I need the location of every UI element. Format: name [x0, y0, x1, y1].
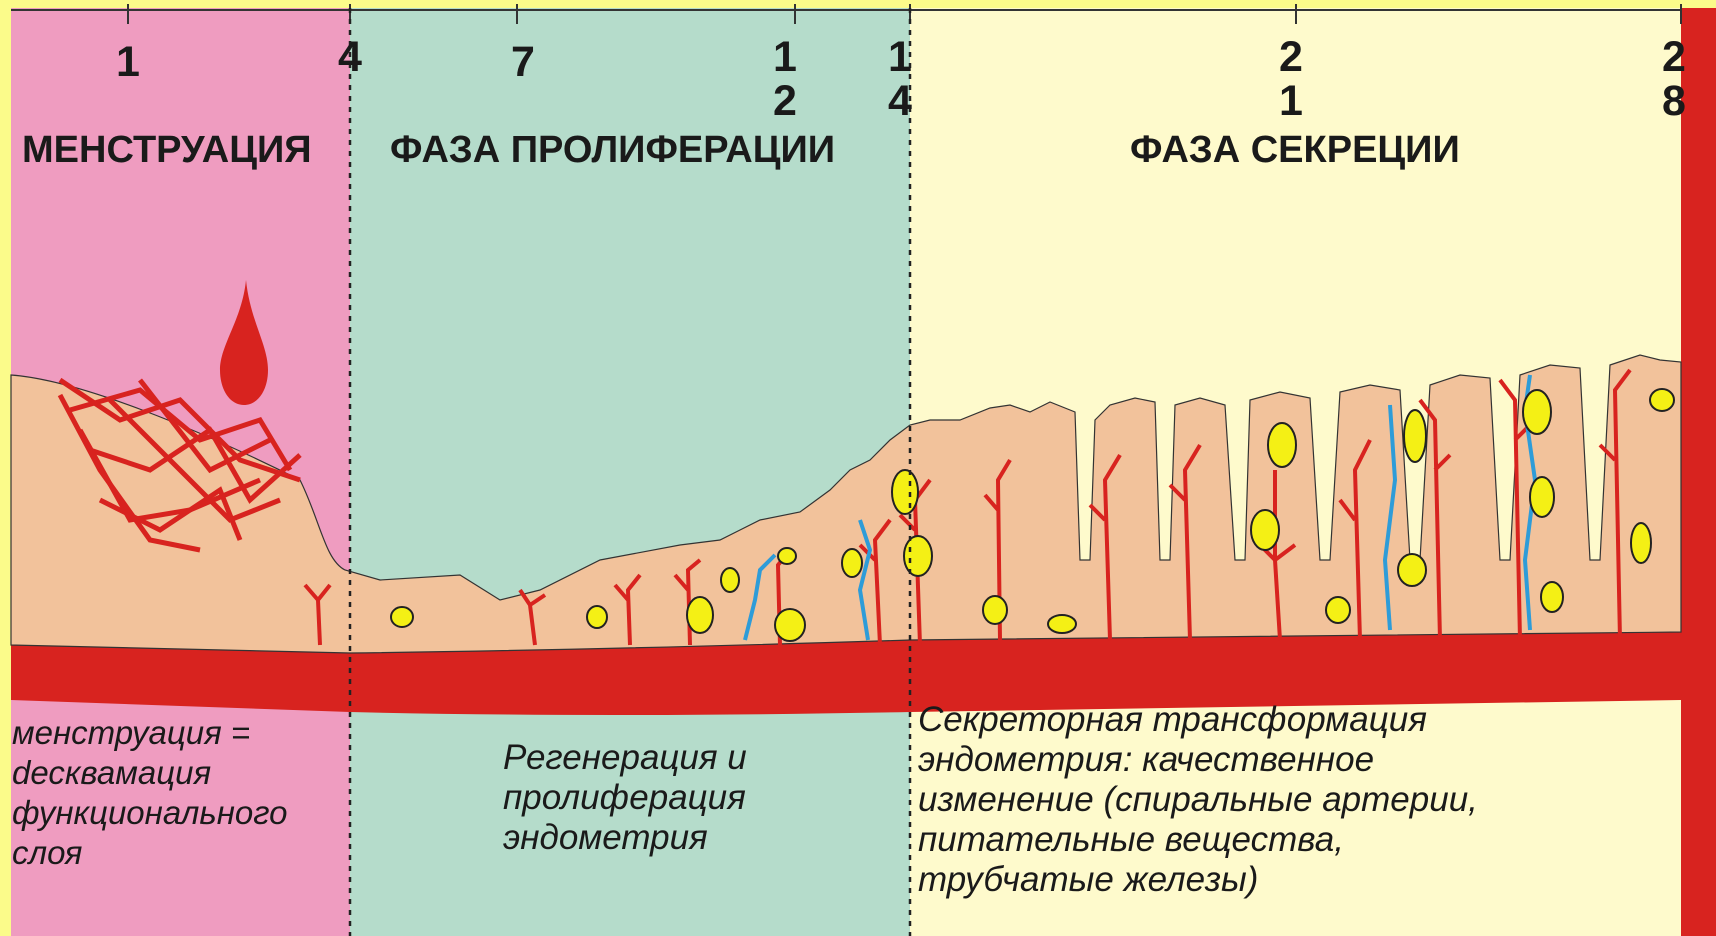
description-secretion: Секреторная трансформация эндометрия: ка… [918, 700, 1618, 900]
blood-drop-icon [220, 280, 268, 405]
day-label-1: 1 [108, 40, 148, 84]
phase-title-proliferation: ФАЗА ПРОЛИФЕРАЦИИ [390, 128, 835, 172]
day-label-21: 2 1 [1271, 35, 1311, 123]
phase-title-secretion: ФАЗА СЕКРЕЦИИ [1130, 128, 1460, 172]
day-label-12: 1 2 [765, 35, 805, 123]
day-label-7: 7 [503, 40, 543, 84]
day-label-28: 2 8 [1654, 35, 1694, 123]
day-label-14: 1 4 [880, 35, 920, 123]
functional-layer [11, 355, 1681, 653]
description-proliferation: Регенерация и пролиферация эндометрия [503, 738, 883, 858]
day-label-4: 4 [330, 35, 370, 79]
description-menstruation: менструация = dесквамация функциональног… [12, 713, 342, 873]
timeline-ticks [128, 4, 1681, 24]
phase-title-menstruation: МЕНСТРУАЦИЯ [22, 128, 312, 172]
